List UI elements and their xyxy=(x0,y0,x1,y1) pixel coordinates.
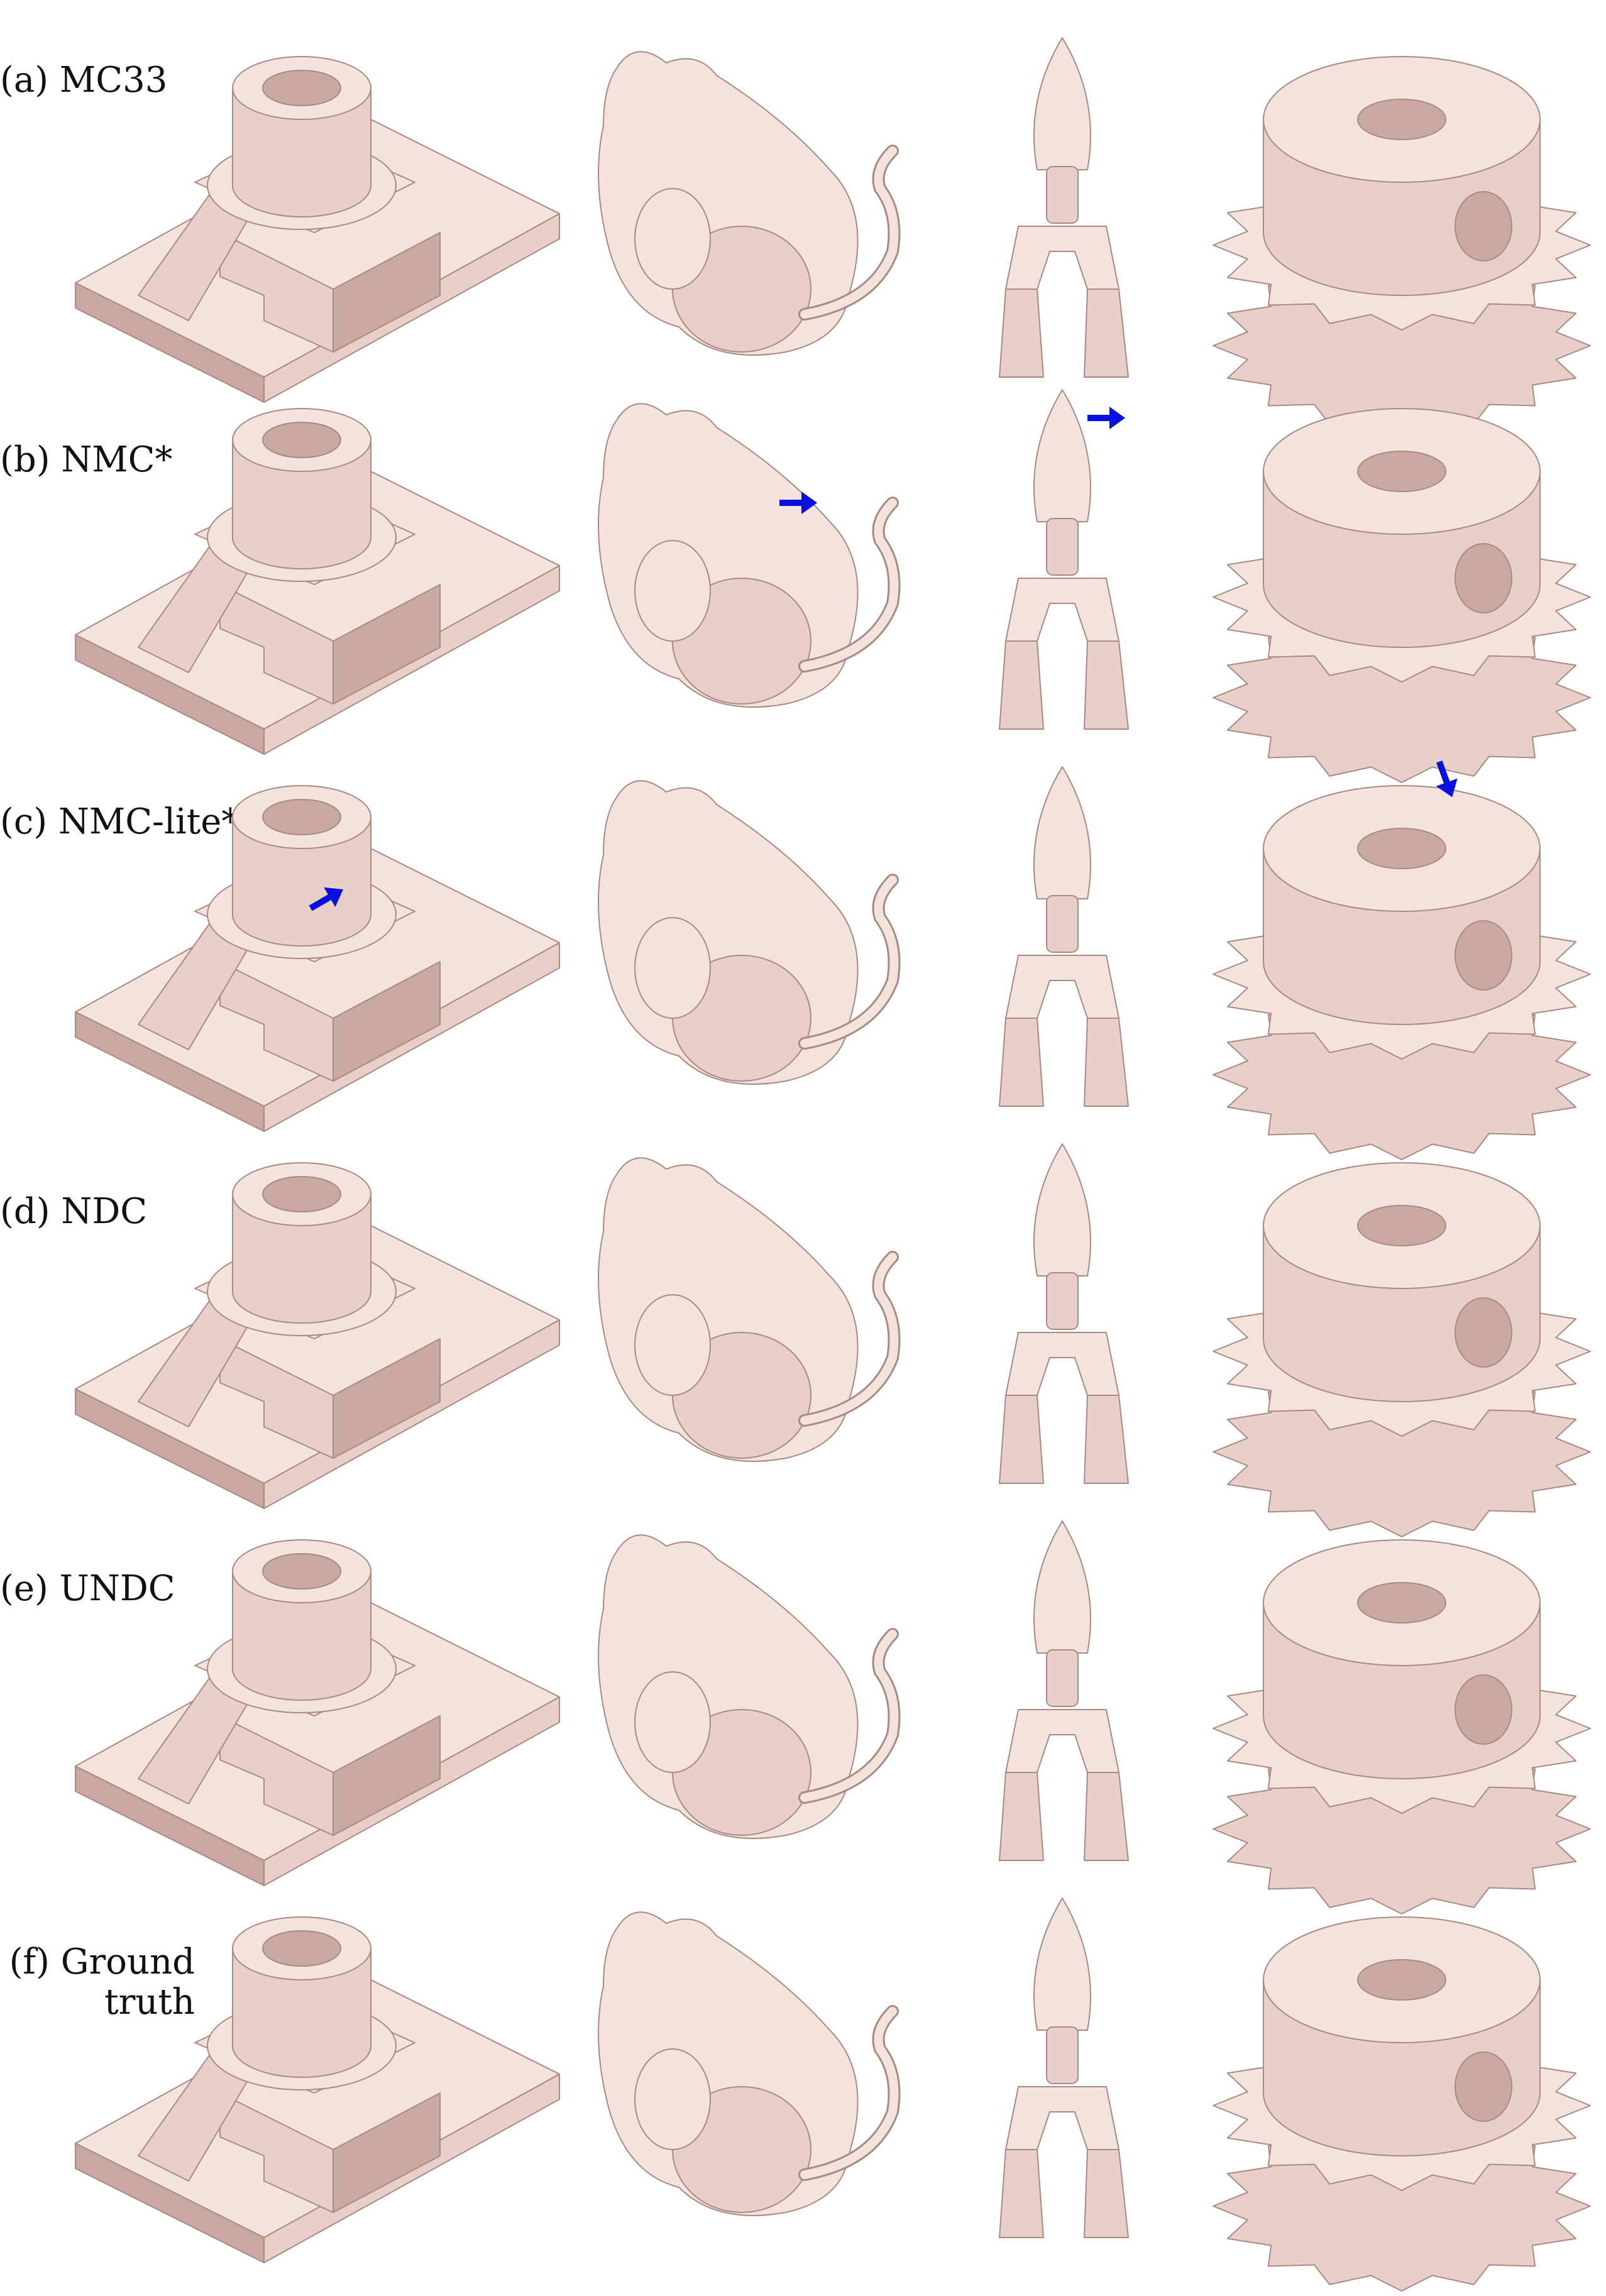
gear-mesh-f xyxy=(1213,1916,1591,2292)
mechanical-part-mesh-e xyxy=(75,1539,560,1886)
gear-mesh-e xyxy=(1213,1539,1591,1914)
mechanical-part-mesh-a xyxy=(75,56,560,403)
cat-mesh-b xyxy=(598,403,901,708)
arrow-icon xyxy=(1436,761,1458,798)
cat-mesh-c xyxy=(598,780,901,1085)
row-label-b: (b) NMC* xyxy=(0,439,173,480)
cat-mesh-a xyxy=(598,51,901,356)
arrow-icon xyxy=(779,492,817,514)
gear-mesh-a xyxy=(1213,56,1591,431)
gear-mesh-b xyxy=(1213,408,1591,783)
row-label-a: (a) MC33 xyxy=(0,60,168,101)
mechanical-part-mesh-f xyxy=(75,1916,560,2263)
gear-mesh-c xyxy=(1213,785,1591,1160)
mechanical-part-mesh-c xyxy=(75,785,560,1132)
mechanical-part-mesh-b xyxy=(75,408,560,755)
gear-mesh-d xyxy=(1213,1162,1591,1537)
row-label-e: (e) UNDC xyxy=(0,1568,175,1609)
figurine-mesh-e xyxy=(999,1520,1129,1861)
mechanical-part-mesh-d xyxy=(75,1162,560,1509)
arrow-icon xyxy=(309,887,343,911)
cat-mesh-e xyxy=(598,1534,901,1839)
figurine-mesh-c xyxy=(999,766,1129,1107)
figurine-mesh-a xyxy=(999,37,1129,378)
figurine-mesh-b xyxy=(999,389,1129,730)
figurine-mesh-f xyxy=(999,1898,1129,2238)
row-label-d: (d) NDC xyxy=(0,1191,148,1232)
cat-mesh-f xyxy=(598,1911,901,2216)
row-label-f: (f) Ground truth xyxy=(9,1942,195,2023)
arrow-icon xyxy=(1087,407,1125,429)
row-label-c: (c) NMC-lite* xyxy=(0,801,239,842)
cat-mesh-d xyxy=(598,1157,901,1462)
figurine-mesh-d xyxy=(999,1143,1129,1484)
